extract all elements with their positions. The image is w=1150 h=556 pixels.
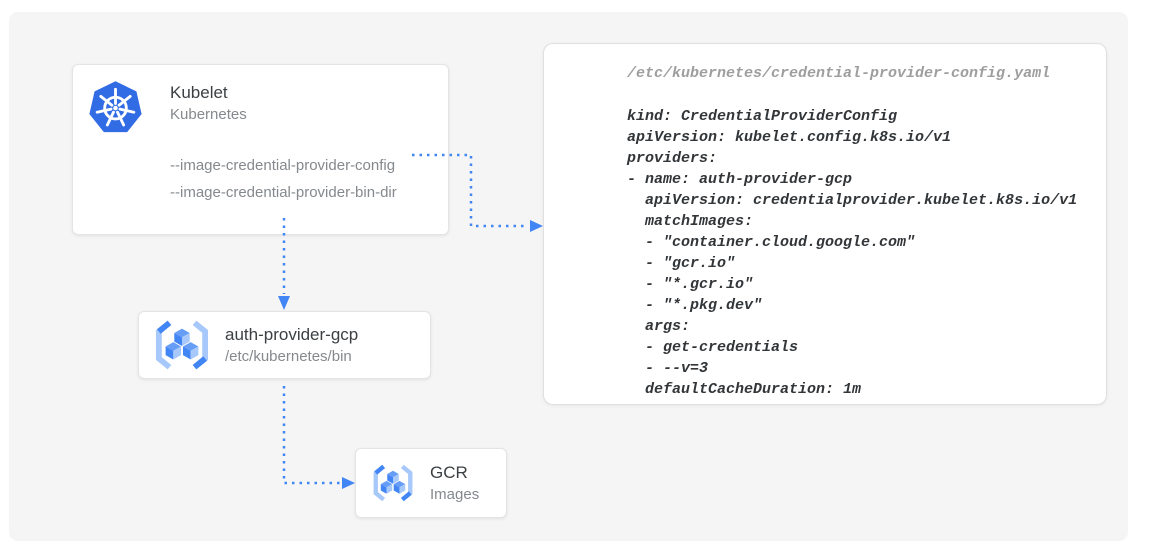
code-line: apiVersion: kubelet.config.k8s.io/v1 xyxy=(627,129,952,146)
code-line: - "container.cloud.google.com" xyxy=(627,234,916,251)
container-registry-icon xyxy=(370,461,416,505)
code-line: - name: auth-provider-gcp xyxy=(627,171,853,188)
code-line: args: xyxy=(627,318,691,335)
code-line: apiVersion: credentialprovider.kubelet.k… xyxy=(627,192,1078,209)
auth-provider-gcp-node: auth-provider-gcp /etc/kubernetes/bin xyxy=(138,311,431,379)
code-line: kind: CredentialProviderConfig xyxy=(627,108,898,125)
kubernetes-icon xyxy=(87,79,144,136)
code-line: - get-credentials xyxy=(627,339,799,356)
credential-provider-config-panel: /etc/kubernetes/credential-provider-conf… xyxy=(543,43,1107,405)
flag-image-credential-provider-bin-dir: --image-credential-provider-bin-dir xyxy=(170,184,397,201)
kubelet-subtitle: Kubernetes xyxy=(170,106,247,123)
kubelet-node: Kubelet Kubernetes --image-credential-pr… xyxy=(72,64,449,235)
auth-provider-subtitle: /etc/kubernetes/bin xyxy=(225,348,352,365)
code-line: defaultCacheDuration: 1m xyxy=(627,381,862,398)
code-line: providers: xyxy=(627,150,718,167)
container-registry-icon xyxy=(151,318,213,372)
yaml-code-block: kind: CredentialProviderConfig apiVersio… xyxy=(627,106,1086,400)
gcr-subtitle: Images xyxy=(430,486,480,503)
code-line: - "*.pkg.dev" xyxy=(627,297,763,314)
config-file-path: /etc/kubernetes/credential-provider-conf… xyxy=(627,65,1051,82)
code-line: - "*.gcr.io" xyxy=(627,276,754,293)
code-line: - --v=3 xyxy=(627,360,709,377)
kubelet-title: Kubelet xyxy=(170,83,228,102)
gcr-title: GCR xyxy=(430,463,468,482)
auth-provider-title: auth-provider-gcp xyxy=(225,325,359,344)
gcr-node: GCR Images xyxy=(355,448,507,518)
kubelet-flag-list: --image-credential-provider-config --ima… xyxy=(170,152,434,206)
flag-image-credential-provider-config: --image-credential-provider-config xyxy=(170,157,396,174)
kubelet-node-header: Kubelet Kubernetes xyxy=(87,78,434,136)
code-line: - "gcr.io" xyxy=(627,255,736,272)
code-line: matchImages: xyxy=(627,213,754,230)
